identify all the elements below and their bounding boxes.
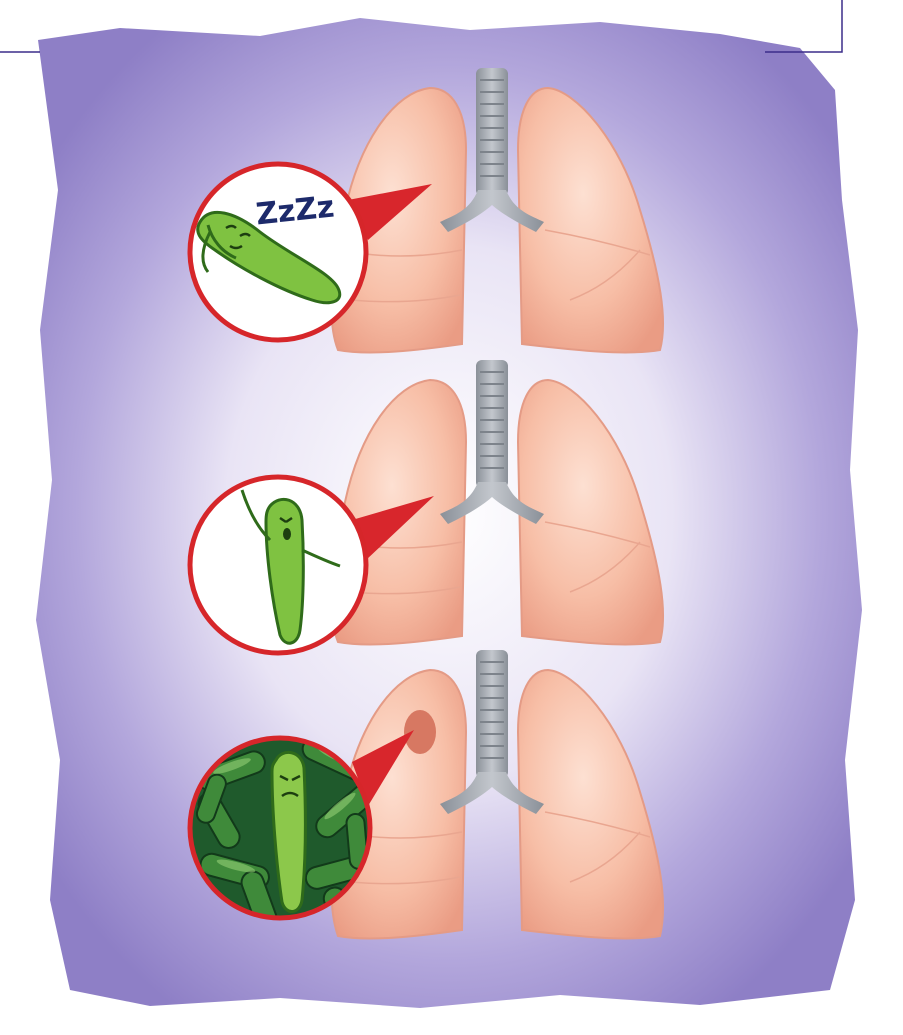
lesion-icon bbox=[404, 710, 436, 754]
magnifier-bubble bbox=[190, 477, 366, 653]
magnifier-bubble: ZzZz bbox=[190, 164, 366, 340]
